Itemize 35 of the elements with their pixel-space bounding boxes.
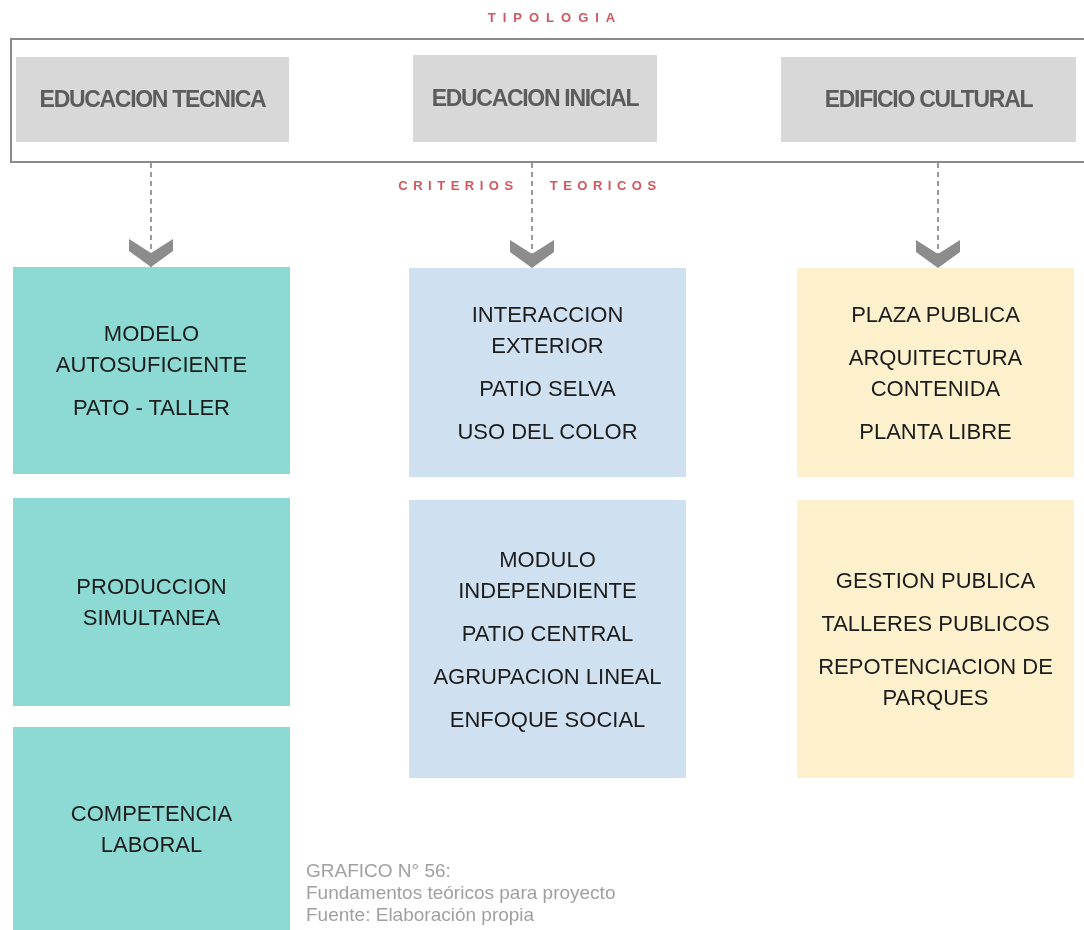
category-box (413, 55, 657, 142)
criterion-text: AGRUPACION LINEAL (433, 662, 662, 691)
criterion-text: PRODUCCION SIMULTANEA (75, 573, 228, 632)
caption-text: Fundamentos teóricos para proyecto (306, 882, 617, 904)
criteria-box (13, 498, 290, 706)
heading: TIPOLOGIA (486, 10, 624, 25)
criterion-text: PATIO SELVA (479, 374, 616, 403)
criterion-text: MODULO INDEPENDIENTE (457, 545, 638, 605)
criterion-text: PATO - TALLER (73, 394, 230, 422)
criterion-text: PATIO CENTRAL (461, 619, 634, 648)
criterion-text: TALLERES PUBLICOS (821, 610, 1050, 638)
criterion-text: PLANTA LIBRE (859, 417, 1012, 446)
criteria-box (409, 500, 686, 778)
category-title: EDIFICIO CULTURAL (824, 86, 1033, 113)
criteria-box (13, 727, 290, 930)
criterion-text: ARQUITECTURA CONTENIDA (847, 343, 1024, 403)
category-box (16, 57, 289, 142)
category-title: EDUCACION INICIAL (431, 85, 639, 112)
criterion-text: MODELO AUTOSUFICIENTE (54, 320, 249, 379)
criteria-box (797, 268, 1074, 477)
category-box (781, 57, 1076, 142)
criterion-text: USO DEL COLOR (457, 417, 638, 446)
criteria-box (797, 500, 1074, 778)
criterion-text: REPOTENCIACION DE PARQUES (817, 653, 1054, 712)
criteria-box (409, 268, 686, 477)
caption-text: Fuente: Elaboración propia (306, 904, 536, 926)
criterion-text: GESTION PUBLICA (835, 567, 1036, 595)
criterion-text: PLAZA PUBLICA (851, 300, 1020, 329)
criterion-text: COMPETENCIA LABORAL (69, 799, 234, 859)
criteria-box (13, 267, 290, 474)
criterion-text: ENFOQUE SOCIAL (449, 705, 646, 734)
section-heading: CRITERIOS TEORICOS (397, 178, 663, 193)
caption-text: GRAFICO N° 56: (306, 860, 452, 882)
criterion-text: INTERACCION EXTERIOR (470, 300, 625, 360)
category-title: EDUCACION TECNICA (39, 86, 266, 113)
